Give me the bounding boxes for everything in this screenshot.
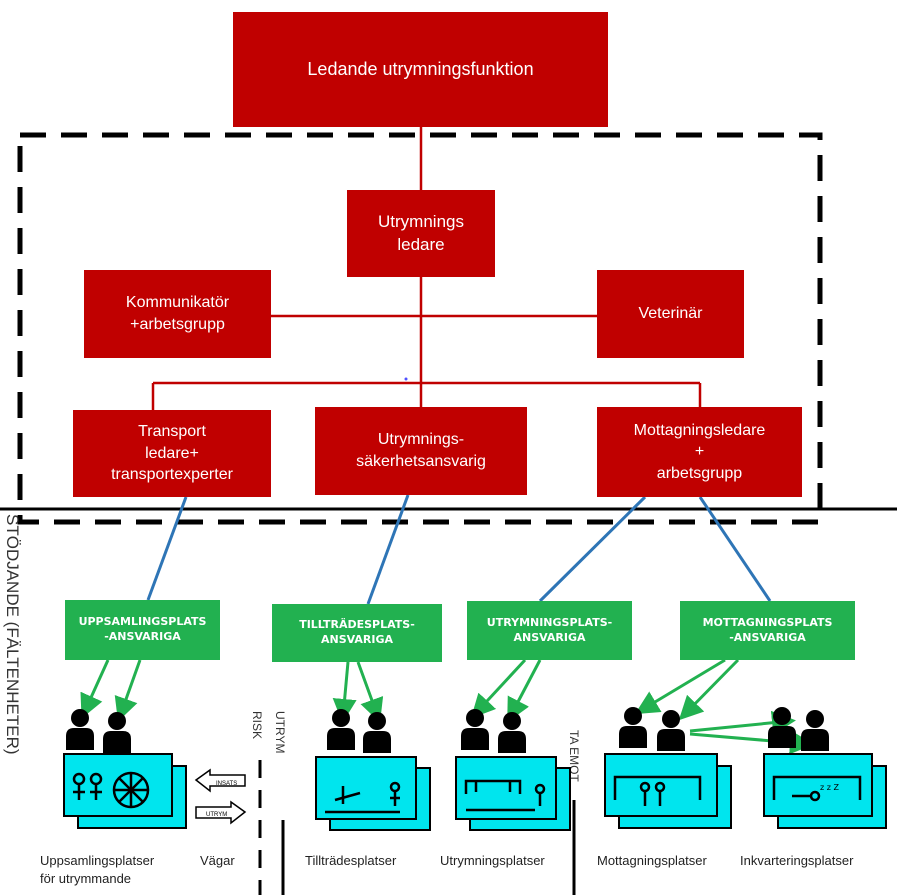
insats-label: INSATS — [216, 781, 237, 787]
assembly-card — [63, 753, 173, 817]
transport-box: Transport ledare+ transportexperter — [73, 410, 271, 497]
people-icon — [768, 707, 829, 751]
access-card — [315, 756, 417, 820]
reception-leader-box: Mottagningsledare + arbetsgrupp — [597, 407, 802, 497]
sleep-icon — [772, 775, 862, 802]
people-icon — [461, 709, 526, 753]
caption-lodging: Inkvarteringsplatser — [740, 853, 854, 868]
stray-dot — [404, 377, 408, 381]
people-icon — [619, 707, 685, 751]
hazard-wheel-icon — [72, 771, 150, 809]
utrym-arrow-label: UTRYM — [206, 812, 227, 818]
caption-access: Tillträdesplatser — [305, 853, 397, 868]
reception-responsible-box: MOTTAGNINGSPLATS -ANSVARIGA — [680, 601, 855, 660]
evacuation-responsible-box: UTRYMNINGSPLATS- ANSVARIGA — [467, 601, 632, 660]
people-icon — [327, 709, 391, 753]
veterinarian-box: Veterinär — [597, 270, 744, 358]
road-arrows — [194, 768, 247, 825]
dashed-frame — [17, 132, 823, 525]
hierarchy-lines — [151, 127, 702, 410]
caption-assembly: Uppsamlingsplatser för utrymmande — [40, 853, 155, 886]
caption-evacuation: Utrymningsplatser — [440, 853, 545, 868]
blue-links — [146, 494, 772, 605]
people-icon — [66, 709, 131, 753]
safety-box: Utrymnings- säkerhetsansvarig — [315, 407, 527, 495]
evacuation-card — [455, 756, 557, 820]
bus-icon — [464, 779, 546, 812]
lodging-card — [763, 753, 873, 817]
zzz-mark: z z Z — [820, 783, 839, 792]
top-function-box: Ledande utrymningsfunktion — [233, 12, 608, 127]
caption-roads: Vägar — [200, 853, 235, 868]
leader-box: Utrymnings ledare — [347, 190, 495, 277]
lower-separators — [258, 760, 576, 895]
communicator-box: Kommunikatör +arbetsgrupp — [84, 270, 271, 358]
shelter-icon — [613, 775, 702, 806]
caption-reception: Mottagningsplatser — [597, 853, 707, 868]
barrier-icon — [325, 781, 401, 814]
access-responsible-box: TILLTRÄDESPLATS- ANSVARIGA — [272, 604, 442, 662]
assembly-responsible-box: UPPSAMLINGSPLATS -ANSVARIGA — [65, 600, 220, 660]
